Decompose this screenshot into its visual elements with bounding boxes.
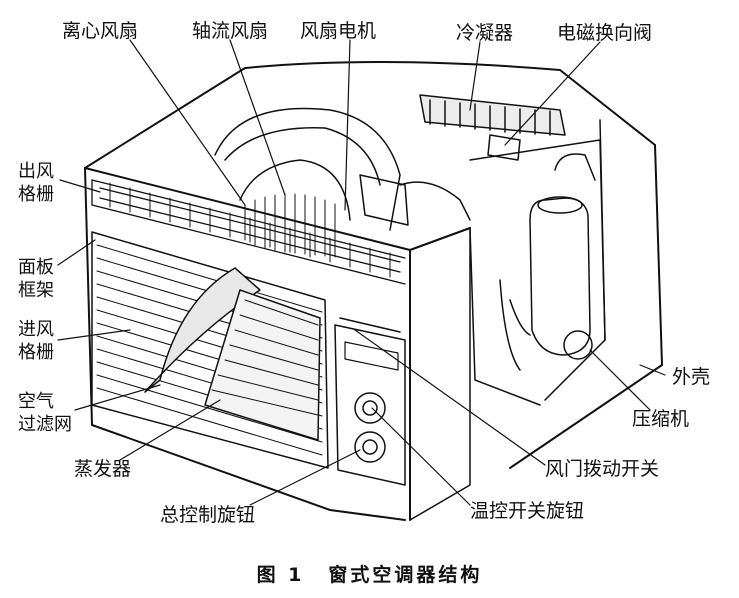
label-solenoid-valve: 电磁换向阀 <box>557 22 653 44</box>
caption-title: 窗式空调器结构 <box>328 564 483 586</box>
label-evaporator: 蒸发器 <box>74 458 132 480</box>
label-master-knob: 总控制旋钮 <box>160 504 256 526</box>
solenoid-valve-shape <box>487 134 521 161</box>
label-casing: 外壳 <box>672 366 711 388</box>
refrigerant-pipes <box>399 153 596 371</box>
label-condenser: 冷凝器 <box>456 22 514 44</box>
figure-caption: 图 1 窗式空调器结构 <box>0 560 739 587</box>
casing-top <box>84 60 656 169</box>
label-axial-fan: 轴流风扇 <box>192 20 269 42</box>
condenser-shape <box>419 94 566 136</box>
thermostat-knob-shape <box>354 392 386 424</box>
label-compressor: 压缩机 <box>632 408 690 430</box>
label-inlet-grille: 进风 格栅 <box>18 319 54 363</box>
label-fan-motor: 风扇电机 <box>300 20 377 42</box>
outlet-grille <box>91 179 406 285</box>
control-panel <box>334 317 406 486</box>
label-air-filter: 空气 过滤网 <box>18 391 72 435</box>
label-panel-frame: 面板 框架 <box>18 257 54 301</box>
compressor-shape <box>529 197 591 356</box>
label-damper-switch: 风门拨动开关 <box>545 458 660 480</box>
casing-left-edge <box>84 167 406 521</box>
leader-lines <box>57 39 666 506</box>
label-thermostat-knob: 温控开关旋钮 <box>470 500 585 522</box>
caption-number: 图 1 <box>256 564 305 586</box>
evaporator <box>204 289 321 441</box>
rear-compartment <box>469 139 606 401</box>
master-knob-shape <box>354 431 386 463</box>
centrifugal-fan-shape <box>239 159 351 221</box>
control-panel-side <box>409 227 471 521</box>
casing-right-side <box>509 144 663 469</box>
fan-motor-shape <box>359 174 409 226</box>
label-centrifugal-fan: 离心风扇 <box>62 20 139 42</box>
divider-wall <box>469 227 541 406</box>
internal-components <box>214 94 606 406</box>
label-outlet-grille: 出风 格栅 <box>18 161 54 205</box>
scroll-housing <box>214 107 401 231</box>
air-filter <box>144 267 261 393</box>
